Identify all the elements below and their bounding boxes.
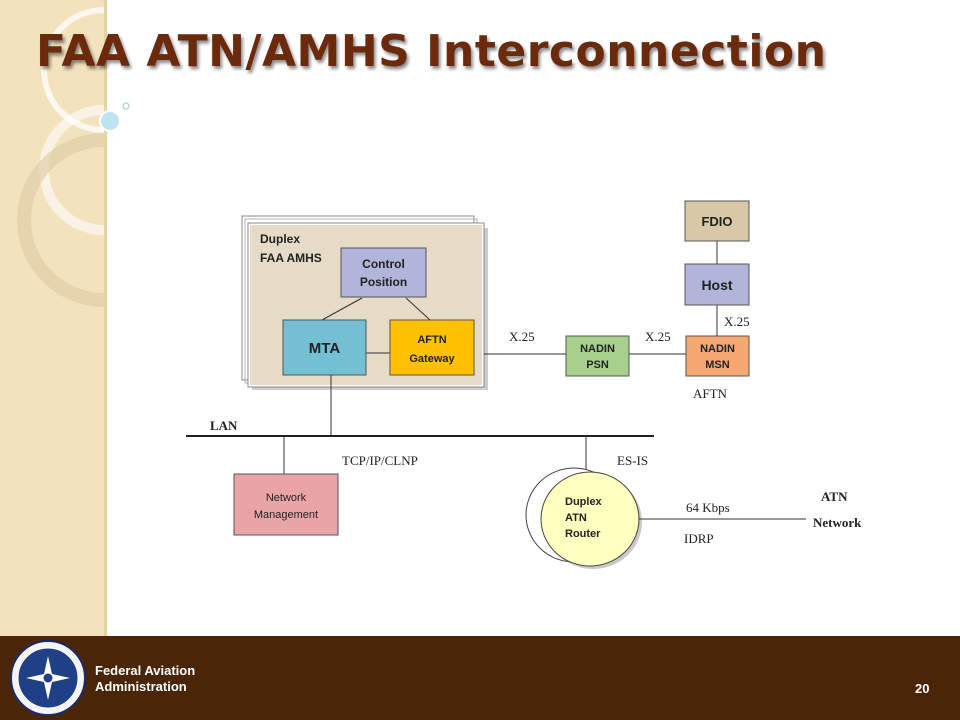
footer-bar <box>0 636 960 720</box>
fdio-label: FDIO <box>701 214 732 229</box>
mta-box <box>282 319 367 376</box>
seal-center <box>42 672 54 684</box>
page-number: 20 <box>915 681 930 696</box>
amhs-front-box-border <box>247 222 485 388</box>
duplex-amhs-label-line2: FAA AMHS <box>260 251 322 265</box>
tcpip-label: TCP/IP/CLNP <box>342 453 418 468</box>
decorative-bubble-small <box>122 102 130 110</box>
nadin-psn-label-line2: PSN <box>586 359 609 371</box>
aftn-label: AFTN <box>693 386 728 401</box>
diagram: Duplex FAA AMHS Control Position MTA AFT… <box>186 200 862 569</box>
nadin-psn-box <box>565 335 630 377</box>
ring-arc-1 <box>41 7 105 133</box>
control-position-box <box>340 247 427 298</box>
slide-title: FAA ATN/AMHS Interconnection <box>36 26 827 77</box>
decorative-band-edge <box>104 0 107 636</box>
router-label-line3: Router <box>565 528 601 540</box>
ring-arc-3 <box>17 133 105 307</box>
aftn-gateway-label-line1: AFTN <box>417 334 446 346</box>
control-to-mta-line <box>321 297 363 321</box>
nadin-msn-box <box>685 335 750 377</box>
router-label-line1: Duplex <box>565 496 603 508</box>
nadin-psn-label-line1: NADIN <box>580 343 615 355</box>
control-position-label-line1: Control <box>362 257 405 271</box>
aftn-gateway-label-line2: Gateway <box>409 353 455 365</box>
network-management-label-line1: Network <box>266 492 307 504</box>
nadin-msn-label-line1: NADIN <box>700 343 735 355</box>
network-management-box <box>233 473 339 536</box>
kbps-label: 64 Kbps <box>686 500 730 515</box>
faa-seal-icon <box>10 640 86 716</box>
router-label-line2: ATN <box>565 512 587 524</box>
footer-org-line1: Federal Aviation <box>95 663 196 678</box>
x25-left-label: X.25 <box>509 329 535 344</box>
host-label: Host <box>701 277 732 293</box>
footer-org-line2: Administration <box>95 679 187 694</box>
decorative-bubble-large <box>99 110 121 132</box>
host-box <box>684 263 750 306</box>
control-to-gateway-line <box>405 297 431 321</box>
aftn-gateway-box <box>389 319 475 376</box>
lan-label: LAN <box>210 418 238 433</box>
x25-host-label: X.25 <box>724 314 750 329</box>
control-position-label-line2: Position <box>360 275 407 289</box>
network-label: Network <box>813 515 862 530</box>
mta-label: MTA <box>309 340 341 357</box>
decorative-left-band <box>0 0 104 636</box>
nadin-msn-label-line2: MSN <box>705 359 730 371</box>
seal-inner-ring <box>17 647 79 709</box>
atn-label: ATN <box>821 489 848 504</box>
footer-organization: Federal Aviation Administration <box>95 663 195 695</box>
x25-mid-label: X.25 <box>645 329 671 344</box>
idrp-label: IDRP <box>684 531 714 546</box>
duplex-amhs-label-line1: Duplex <box>260 232 300 246</box>
esis-label: ES-IS <box>617 453 648 468</box>
network-management-label-line2: Management <box>254 509 318 521</box>
router-front-circle <box>540 471 640 567</box>
fdio-box <box>684 200 750 242</box>
